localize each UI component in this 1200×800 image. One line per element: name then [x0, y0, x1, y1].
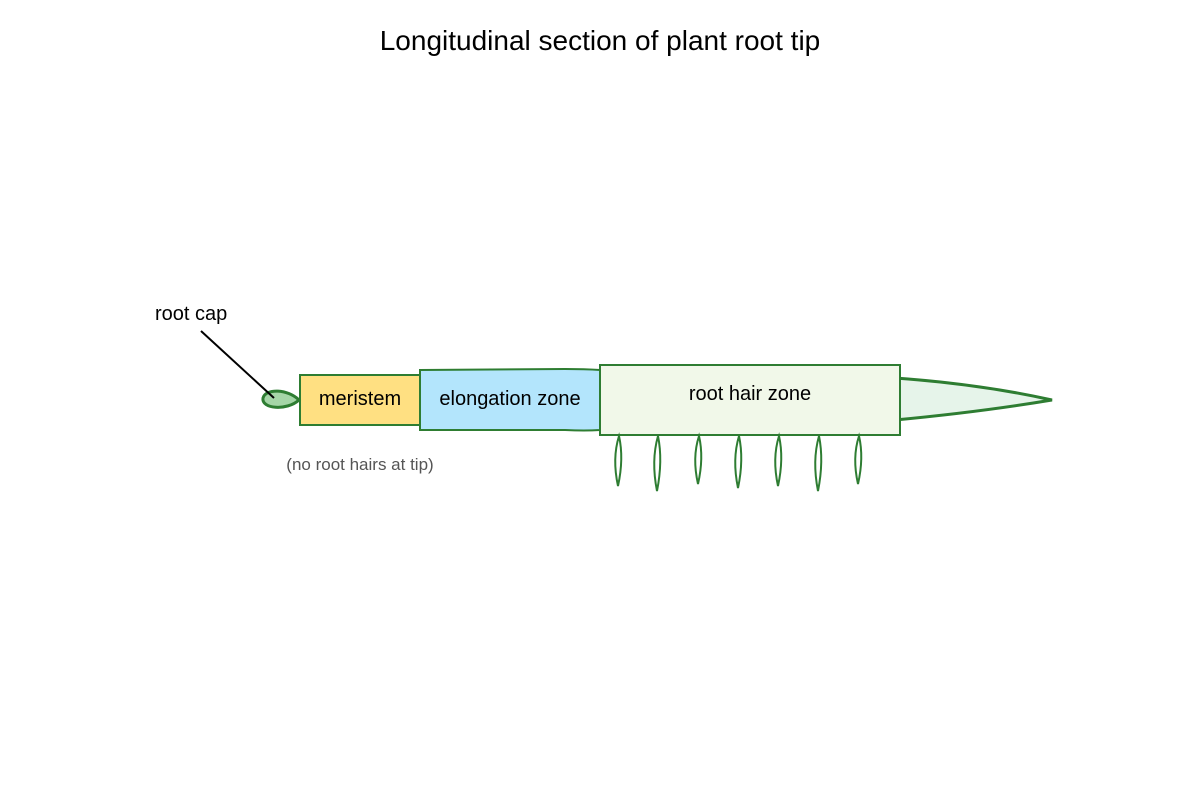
meristem-label: meristem — [319, 388, 401, 410]
root-hair — [774, 432, 783, 487]
root-hair — [694, 432, 703, 485]
root-hair-zone-label: root hair zone — [689, 383, 811, 405]
mature-zone-shape — [893, 376, 1053, 422]
root-hair — [814, 435, 823, 492]
root-hairs-group — [614, 432, 863, 492]
root-cap-label: root cap — [155, 303, 227, 325]
root-cap-leader-line — [200, 330, 275, 399]
diagram-title: Longitudinal section of plant root tip — [380, 25, 821, 56]
tip-note: (no root hairs at tip) — [286, 455, 433, 474]
root-hair — [854, 432, 863, 485]
root-hair — [614, 432, 623, 487]
root-hair — [734, 435, 743, 489]
elongation-zone-label: elongation zone — [439, 388, 580, 410]
meristem-shape — [299, 374, 421, 426]
root-hair — [653, 435, 662, 492]
root-hair-zone-shape — [599, 364, 901, 436]
